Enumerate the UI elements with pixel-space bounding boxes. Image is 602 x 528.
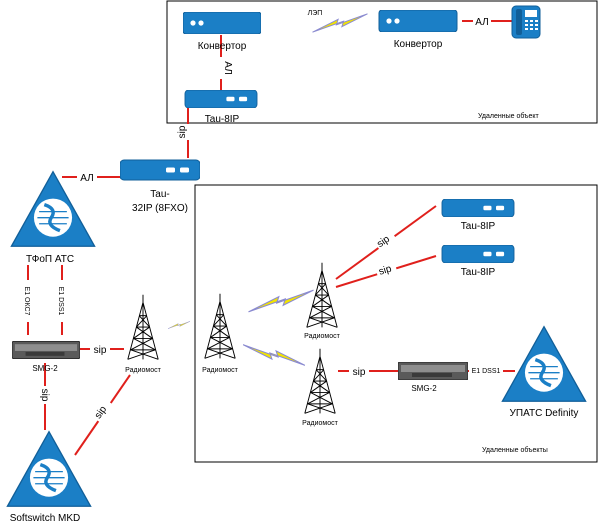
tau8-top-icon (184, 90, 258, 108)
tau32-label-line1: Tau- (150, 189, 169, 200)
sip-smg-right-label: sip (353, 367, 366, 378)
smg-right-label: SMG-2 (411, 384, 437, 393)
right-remote-frame (194, 184, 598, 463)
wireless-link-bolt-icon (168, 321, 190, 329)
upats-exchange-icon (500, 325, 588, 403)
lep-label: ЛЭП (308, 10, 323, 17)
sip-smg-left-label: sip (94, 345, 107, 356)
link-lines (27, 20, 515, 456)
tau32-icon (120, 159, 200, 181)
softswitch-label: Softswitch MKD (10, 513, 81, 524)
desk-phone-icon (511, 5, 541, 39)
tower-upper-label: Радиомост (304, 333, 340, 340)
softswitch-exchange-icon (5, 430, 93, 508)
converter-right-icon (378, 10, 458, 32)
converter-left-icon (183, 12, 261, 34)
sip-smg-soft-label: sip (39, 389, 50, 402)
tower-center-label: Радиомост (202, 367, 238, 374)
tau8-b-label: Tau-8IP (461, 267, 496, 278)
upats-label: УПАТС Definity (510, 408, 579, 419)
tower-main-label: Радиомост (125, 367, 161, 374)
sip-tau-b-label: sip (378, 263, 394, 277)
tau32-label-line2: 32IP (8FXO) (132, 203, 188, 214)
link-labels: ЛЭП АЛ АЛ sip АЛ E1 ОКС7 E1 DSS1 sip sip… (22, 8, 503, 425)
tau8-a-icon (441, 199, 515, 217)
tower-lower-label: Радиомост (302, 420, 338, 427)
smg-right-icon (398, 362, 468, 380)
e1-oks7-label: E1 ОКС7 (23, 287, 30, 316)
tower-upper-icon (306, 262, 338, 328)
al-phone-label: АЛ (475, 17, 488, 28)
smg-left-icon (12, 341, 80, 359)
tau8-top-label: Tau-8IP (205, 114, 240, 125)
tfop-label: ТФоП АТС (26, 254, 74, 265)
tower-lower-icon (304, 348, 336, 414)
tower-main-icon (127, 294, 159, 360)
al-converter-label: АЛ (222, 61, 233, 74)
e1-dss1-right-label: E1 DSS1 (472, 368, 501, 375)
wireless-link-upper-bolt-icon (247, 289, 315, 313)
top-remote-label: Удаленные объект (478, 112, 540, 120)
al-tfop-tau32-label: АЛ (80, 173, 93, 184)
right-remote-label: Удаленные объекты (482, 446, 548, 454)
e1-dss1-left-label: E1 DSS1 (57, 287, 64, 316)
smg-left-label: SMG-2 (32, 364, 58, 373)
sip-tau-vertical-label: sip (177, 125, 188, 138)
tower-center-icon (204, 293, 236, 359)
tau8-b-icon (441, 245, 515, 263)
wireless-link-lower-bolt-icon (243, 344, 305, 366)
converter-right-label: Конвертор (394, 39, 443, 50)
tau8-a-label: Tau-8IP (461, 221, 496, 232)
top-remote-frame (166, 0, 598, 124)
converter-left-label: Конвертор (198, 41, 247, 52)
